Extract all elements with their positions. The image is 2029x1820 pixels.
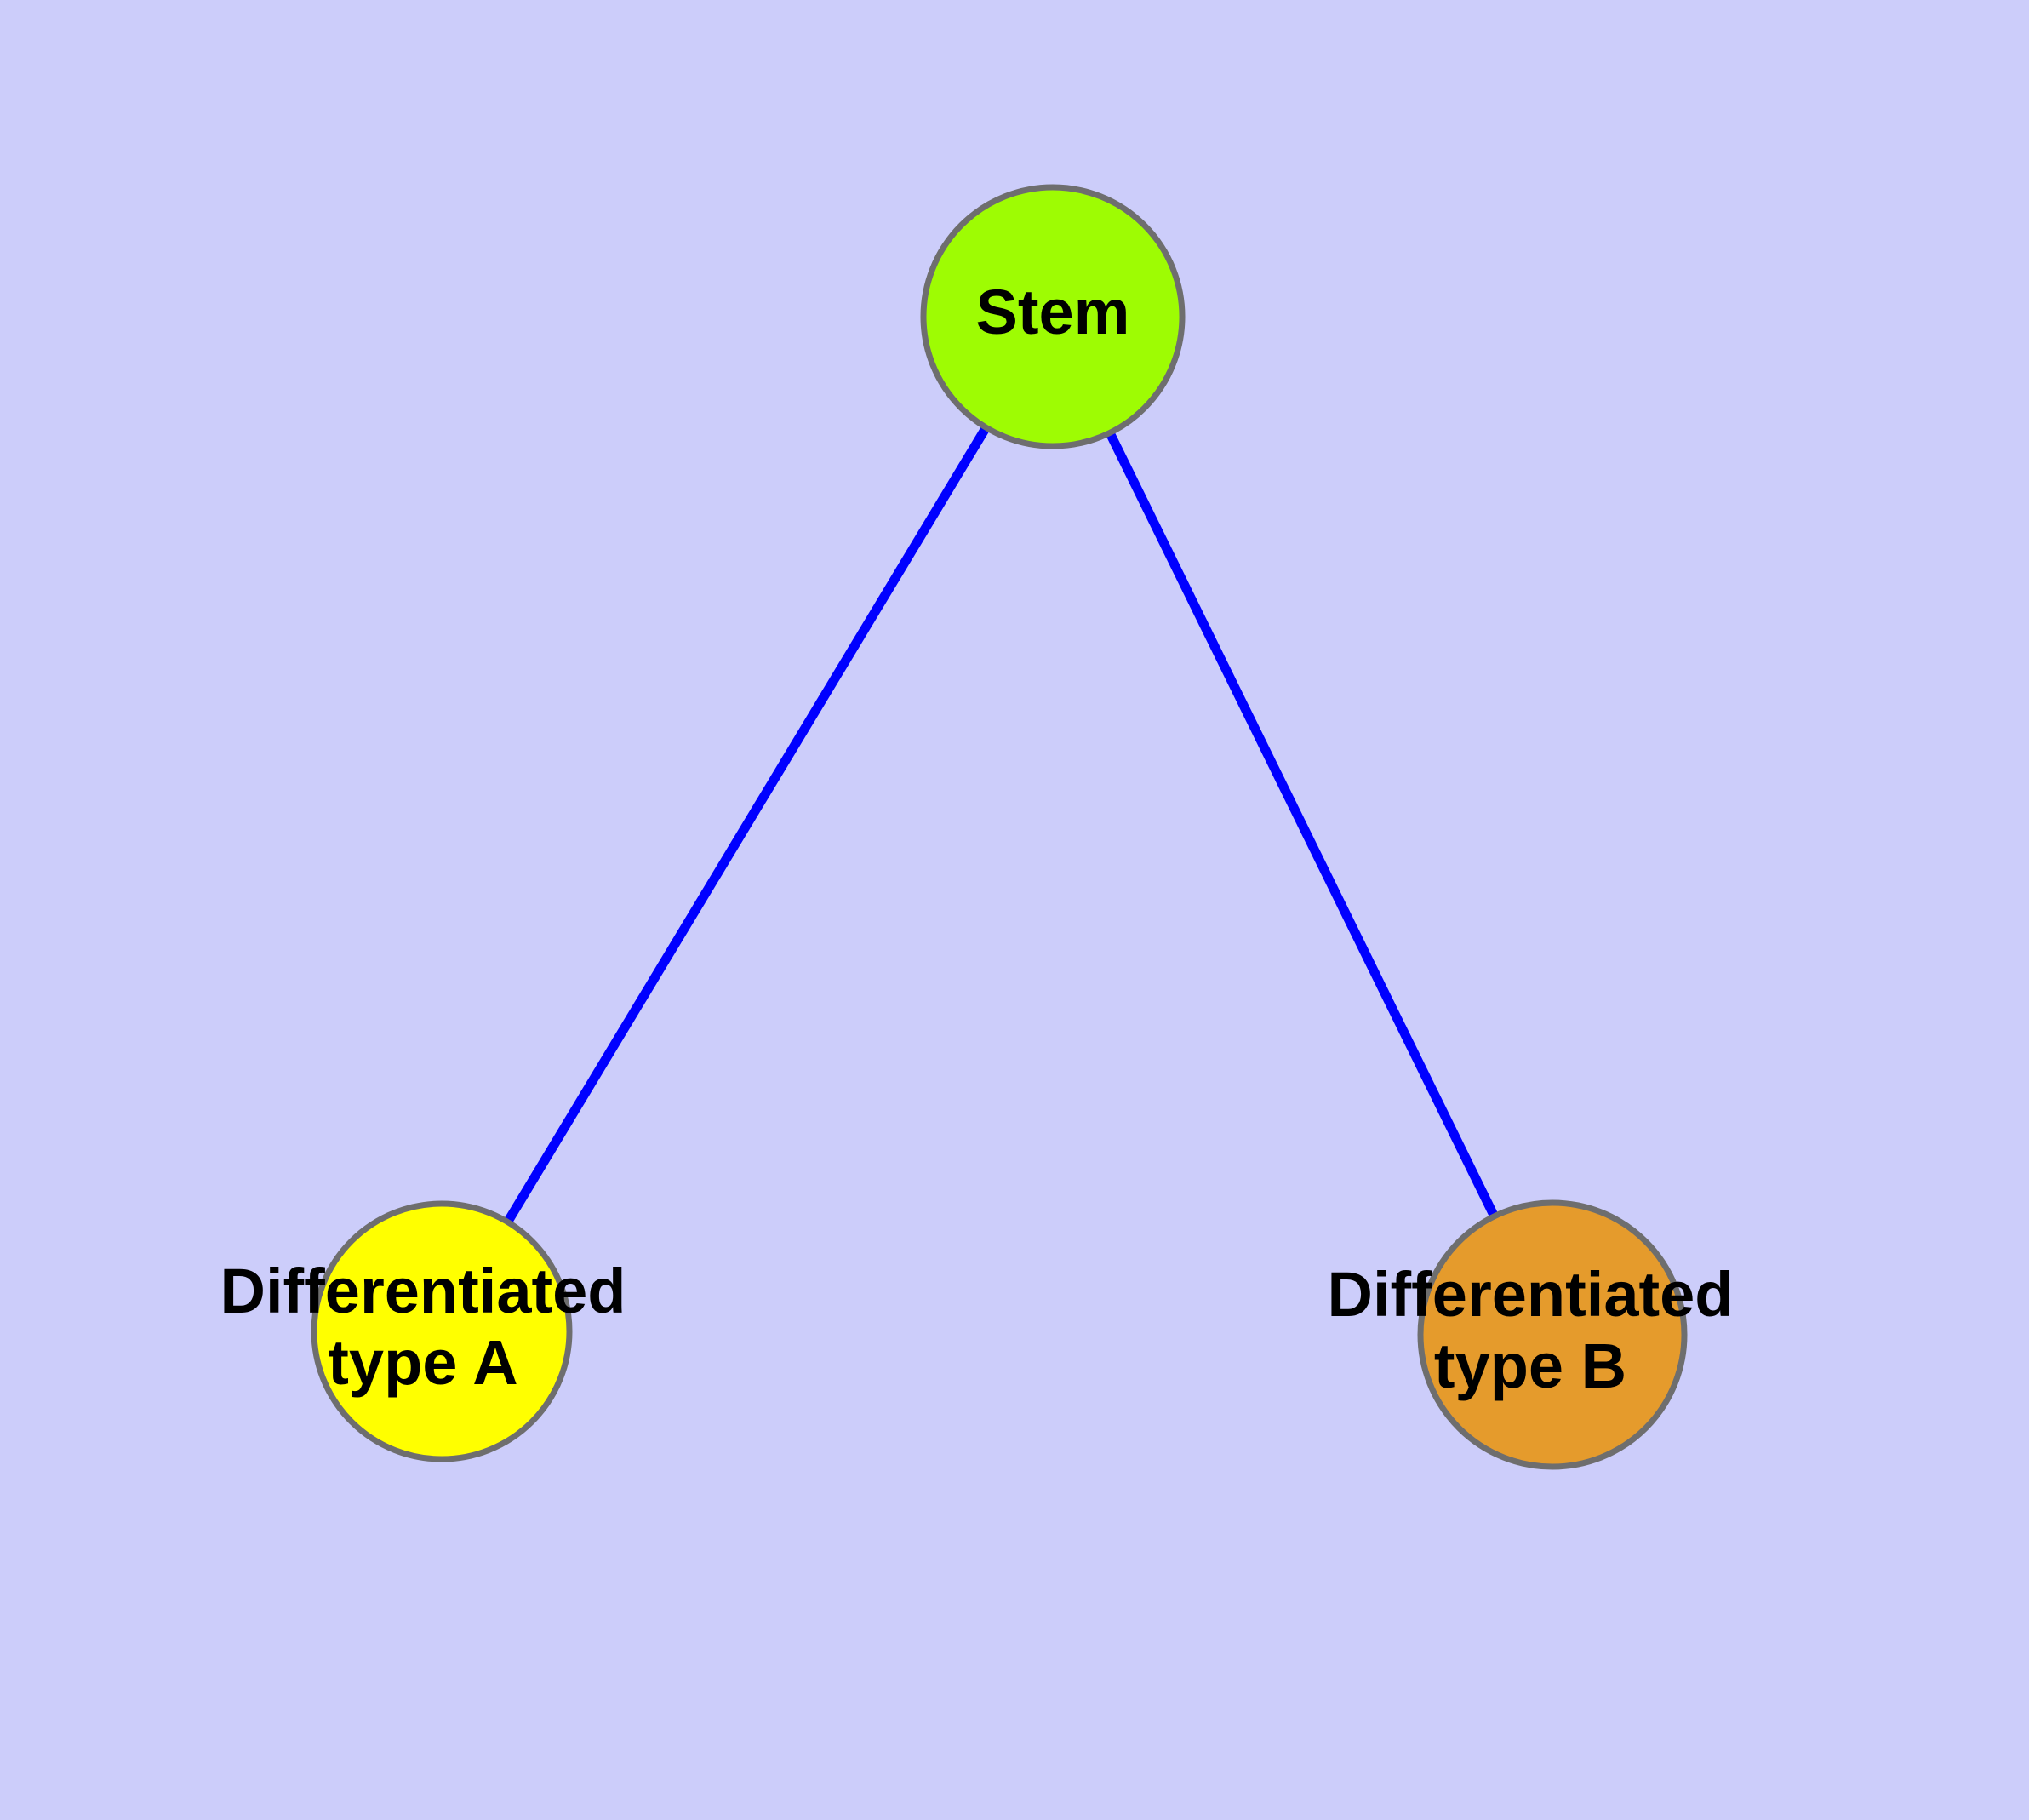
edges-layer — [437, 314, 1557, 1337]
graph-node-diff_b[interactable] — [1417, 1199, 1688, 1470]
nodes-layer — [311, 184, 1688, 1470]
graph-node-label-line: type B — [1434, 1331, 1626, 1401]
graph-node-label-stem: Stem — [976, 277, 1130, 347]
graph-node-stem[interactable] — [920, 184, 1186, 449]
graph-node-label-line: Stem — [976, 277, 1130, 347]
graph-node-label-line: Differentiated — [1328, 1259, 1734, 1330]
graph-node-diff_a[interactable] — [311, 1200, 573, 1462]
graph-node-label-line: Differentiated — [220, 1256, 626, 1326]
graph-edge-stem-to-a — [437, 314, 1057, 1334]
graph-edge-stem-to-b — [1049, 314, 1557, 1337]
graph-node-label-line: type A — [328, 1327, 517, 1398]
